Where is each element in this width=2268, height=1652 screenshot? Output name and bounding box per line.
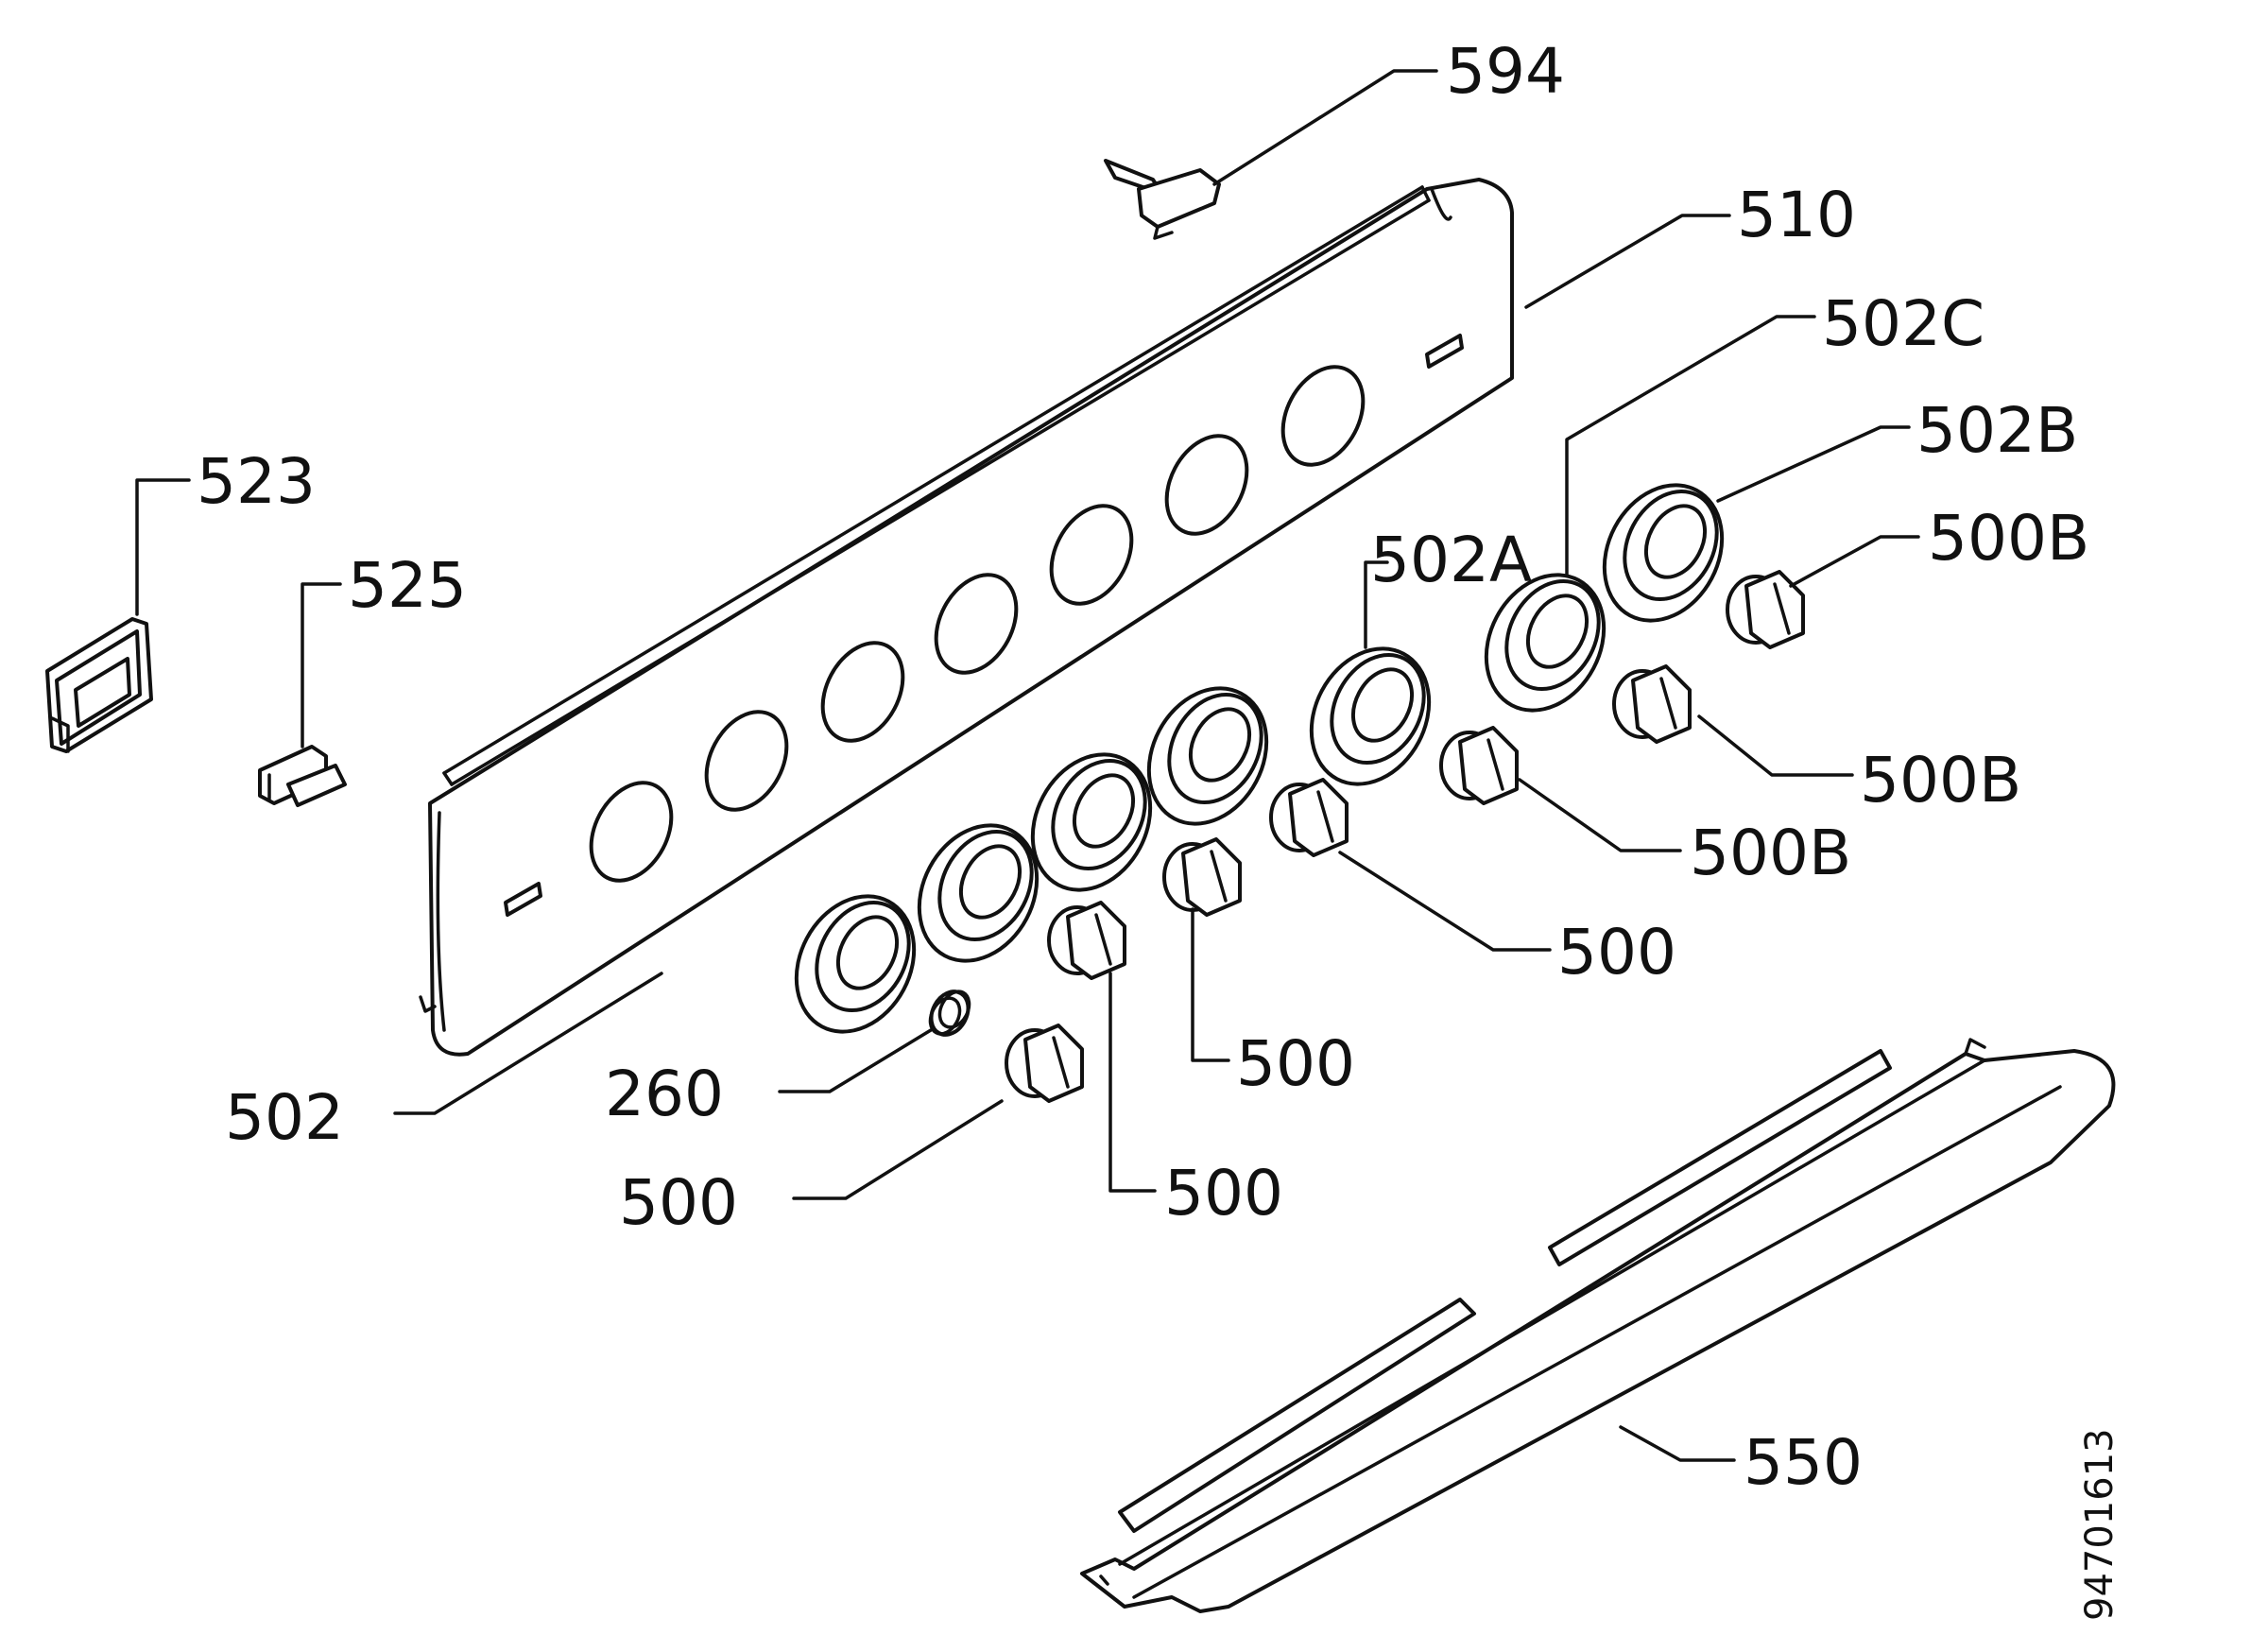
leader-523 xyxy=(135,478,191,616)
part-525-switch xyxy=(258,745,347,807)
knob-500b-low xyxy=(1439,726,1519,805)
leader-lines xyxy=(135,69,1920,1462)
panel-knob-hole-1 xyxy=(589,781,674,883)
label-500-left: 500 xyxy=(619,1166,738,1239)
label-500b-low: 500B xyxy=(1690,817,1851,889)
label-260: 260 xyxy=(605,1058,724,1130)
knob-500-center xyxy=(1162,837,1242,917)
label-502b: 502B xyxy=(1916,394,2078,467)
part-labels: 594 510 502C 502B 500B 523 525 502A 500B… xyxy=(197,35,2122,1621)
leader-500b-mid xyxy=(1697,714,1854,777)
bezel-502-3 xyxy=(1030,752,1153,892)
bezel-502-2 xyxy=(917,823,1040,963)
leader-500-bottom xyxy=(1108,972,1157,1193)
label-510: 510 xyxy=(1737,179,1856,251)
leader-502a xyxy=(1364,560,1389,649)
panel-knob-hole-7 xyxy=(1280,365,1366,467)
label-502c: 502C xyxy=(1822,287,1984,360)
part-550-trim-strip xyxy=(1080,1038,2116,1613)
leader-500-left xyxy=(792,1099,1004,1200)
knob-500-bottom-left xyxy=(1005,1024,1084,1103)
leader-500b-top xyxy=(1789,535,1920,588)
knob-500b-mid xyxy=(1612,664,1692,744)
leader-550 xyxy=(1619,1425,1736,1462)
label-502: 502 xyxy=(225,1081,344,1154)
label-502a: 502A xyxy=(1370,524,1532,596)
label-500b-top: 500B xyxy=(1928,502,2089,575)
part-523-switch-frame xyxy=(45,617,153,753)
leader-502 xyxy=(393,972,663,1115)
label-500b-mid: 500B xyxy=(1860,744,2021,817)
part-594-clip xyxy=(1104,159,1221,240)
knob-500-center-low xyxy=(1047,901,1126,980)
bezel-502a xyxy=(1309,646,1432,786)
knob-500-right xyxy=(1269,778,1349,857)
bezel-502-4 xyxy=(1146,686,1269,826)
bezel-502c xyxy=(1484,573,1606,713)
document-number: 94701613 xyxy=(2078,1428,2122,1621)
leader-500-right xyxy=(1338,851,1552,952)
label-550: 550 xyxy=(1744,1426,1863,1499)
label-525: 525 xyxy=(348,549,467,622)
label-500-right: 500 xyxy=(1557,916,1676,989)
leader-500-center xyxy=(1191,907,1230,1062)
bezel-502b xyxy=(1602,483,1725,623)
label-523: 523 xyxy=(197,445,316,518)
leader-594 xyxy=(1212,69,1438,186)
leader-510 xyxy=(1524,214,1731,309)
label-594: 594 xyxy=(1446,35,1565,108)
panel-knob-hole-2 xyxy=(704,710,789,812)
knob-500b-top xyxy=(1726,570,1805,649)
panel-slot-right xyxy=(1425,334,1464,369)
leader-502b xyxy=(1716,425,1911,503)
panel-knob-hole-5 xyxy=(1049,504,1134,606)
part-260-spring xyxy=(928,989,971,1037)
bezel-502-1 xyxy=(794,894,917,1034)
panel-slot-left xyxy=(504,882,542,917)
leader-500b-low xyxy=(1518,778,1682,852)
label-500-bottom: 500 xyxy=(1164,1157,1283,1230)
panel-knob-hole-3 xyxy=(820,641,905,743)
leader-260 xyxy=(778,1028,933,1093)
panel-knob-hole-6 xyxy=(1164,434,1249,536)
leader-525 xyxy=(301,582,342,749)
panel-knob-hole-4 xyxy=(934,573,1019,675)
label-500-center: 500 xyxy=(1236,1027,1355,1100)
part-510-control-panel xyxy=(419,178,1514,1057)
leader-502c xyxy=(1565,315,1816,576)
